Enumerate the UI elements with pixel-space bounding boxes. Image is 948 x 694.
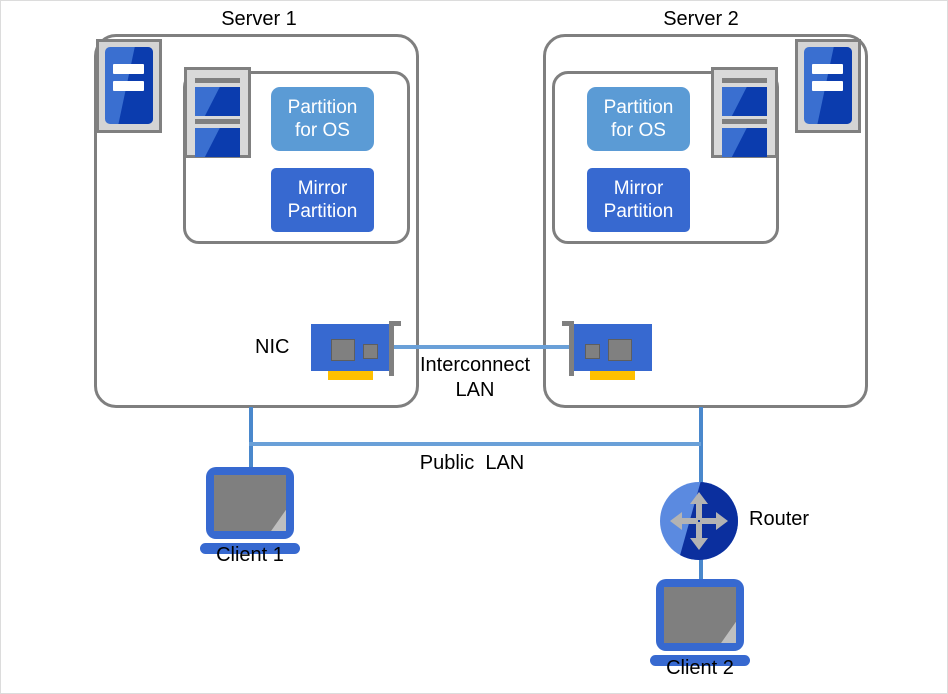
- nic-gold-connector: [590, 371, 635, 380]
- server1-mirror-partition-label: Mirror Partition: [287, 178, 358, 222]
- server2-disk-array-icon: [711, 67, 778, 158]
- disk-bay-shade: [731, 87, 767, 116]
- disk-slot-mid: [195, 119, 240, 124]
- nic-bracket: [569, 321, 574, 376]
- client2-label: Client 2: [666, 657, 734, 679]
- server2-server-rack-icon: [795, 39, 861, 133]
- laptop-bezel: [206, 467, 294, 539]
- server-rack-body: [105, 47, 153, 124]
- server1-partition-for-os-label: Partition for OS: [287, 97, 358, 141]
- client1-laptop[interactable]: [200, 467, 300, 557]
- server-rack-body: [804, 47, 852, 124]
- screen-glare-wide: [680, 602, 736, 643]
- router-label: Router: [749, 508, 810, 530]
- laptop-base: [200, 543, 300, 554]
- nic-chip-small: [363, 344, 378, 359]
- screen-glare-wide: [230, 490, 286, 531]
- nic-gold-connector: [328, 371, 373, 380]
- client2-laptop[interactable]: [650, 579, 750, 669]
- router-icon[interactable]: [660, 482, 738, 560]
- server2-public-lan-drop: [699, 407, 703, 483]
- router-client2-link: [699, 541, 703, 581]
- interconnect-lan-label: Interconnect LAN: [419, 354, 531, 401]
- nic-bracket: [389, 321, 394, 376]
- public-lan-label: Public LAN: [419, 452, 525, 474]
- disk-bay-2: [195, 128, 240, 157]
- interconnect-lan-line: [393, 345, 575, 349]
- disk-bay-shade: [731, 128, 767, 157]
- server1-nic-card[interactable]: [311, 319, 401, 381]
- server-rack-bar-1: [112, 63, 145, 74]
- disk-bay-shade: [204, 87, 240, 116]
- server2-nic-card[interactable]: [562, 319, 652, 381]
- server-rack-bar-1: [811, 63, 844, 74]
- server-rack-bar-2: [112, 80, 145, 91]
- disk-bay-shade: [204, 128, 240, 157]
- nic-bracket-tab: [562, 321, 574, 326]
- server1-public-lan-drop: [249, 407, 253, 469]
- nic-bracket-tab: [389, 321, 401, 326]
- laptop-screen: [664, 587, 736, 643]
- server1-title: Server 1: [221, 8, 297, 30]
- server2-partition-for-os[interactable]: Partition for OS: [587, 87, 690, 151]
- server1-server-rack-icon: [96, 39, 162, 133]
- client1-label: Client 1: [216, 544, 284, 566]
- laptop-bezel: [656, 579, 744, 651]
- nic-chip-large: [608, 339, 632, 361]
- server-rack-bar-2: [811, 80, 844, 91]
- disk-bay-2: [722, 128, 767, 157]
- server2-mirror-partition-label: Mirror Partition: [603, 178, 674, 222]
- public-lan-line: [249, 442, 701, 446]
- server2-title: Server 2: [663, 8, 739, 30]
- router-arrows-icon: [670, 492, 728, 550]
- disk-bay-1: [722, 87, 767, 116]
- disk-bay-1: [195, 87, 240, 116]
- disk-slot-mid: [722, 119, 767, 124]
- laptop-screen: [214, 475, 286, 531]
- disk-slot-top: [195, 78, 240, 83]
- laptop-base: [650, 655, 750, 666]
- server2-partition-for-os-label: Partition for OS: [603, 97, 674, 141]
- nic-chip-small: [585, 344, 600, 359]
- nic-label: NIC: [255, 336, 290, 358]
- server1-mirror-partition[interactable]: Mirror Partition: [271, 168, 374, 232]
- disk-slot-top: [722, 78, 767, 83]
- server1-disk-array-icon: [184, 67, 251, 158]
- server2-mirror-partition[interactable]: Mirror Partition: [587, 168, 690, 232]
- nic-chip-large: [331, 339, 355, 361]
- server1-partition-for-os[interactable]: Partition for OS: [271, 87, 374, 151]
